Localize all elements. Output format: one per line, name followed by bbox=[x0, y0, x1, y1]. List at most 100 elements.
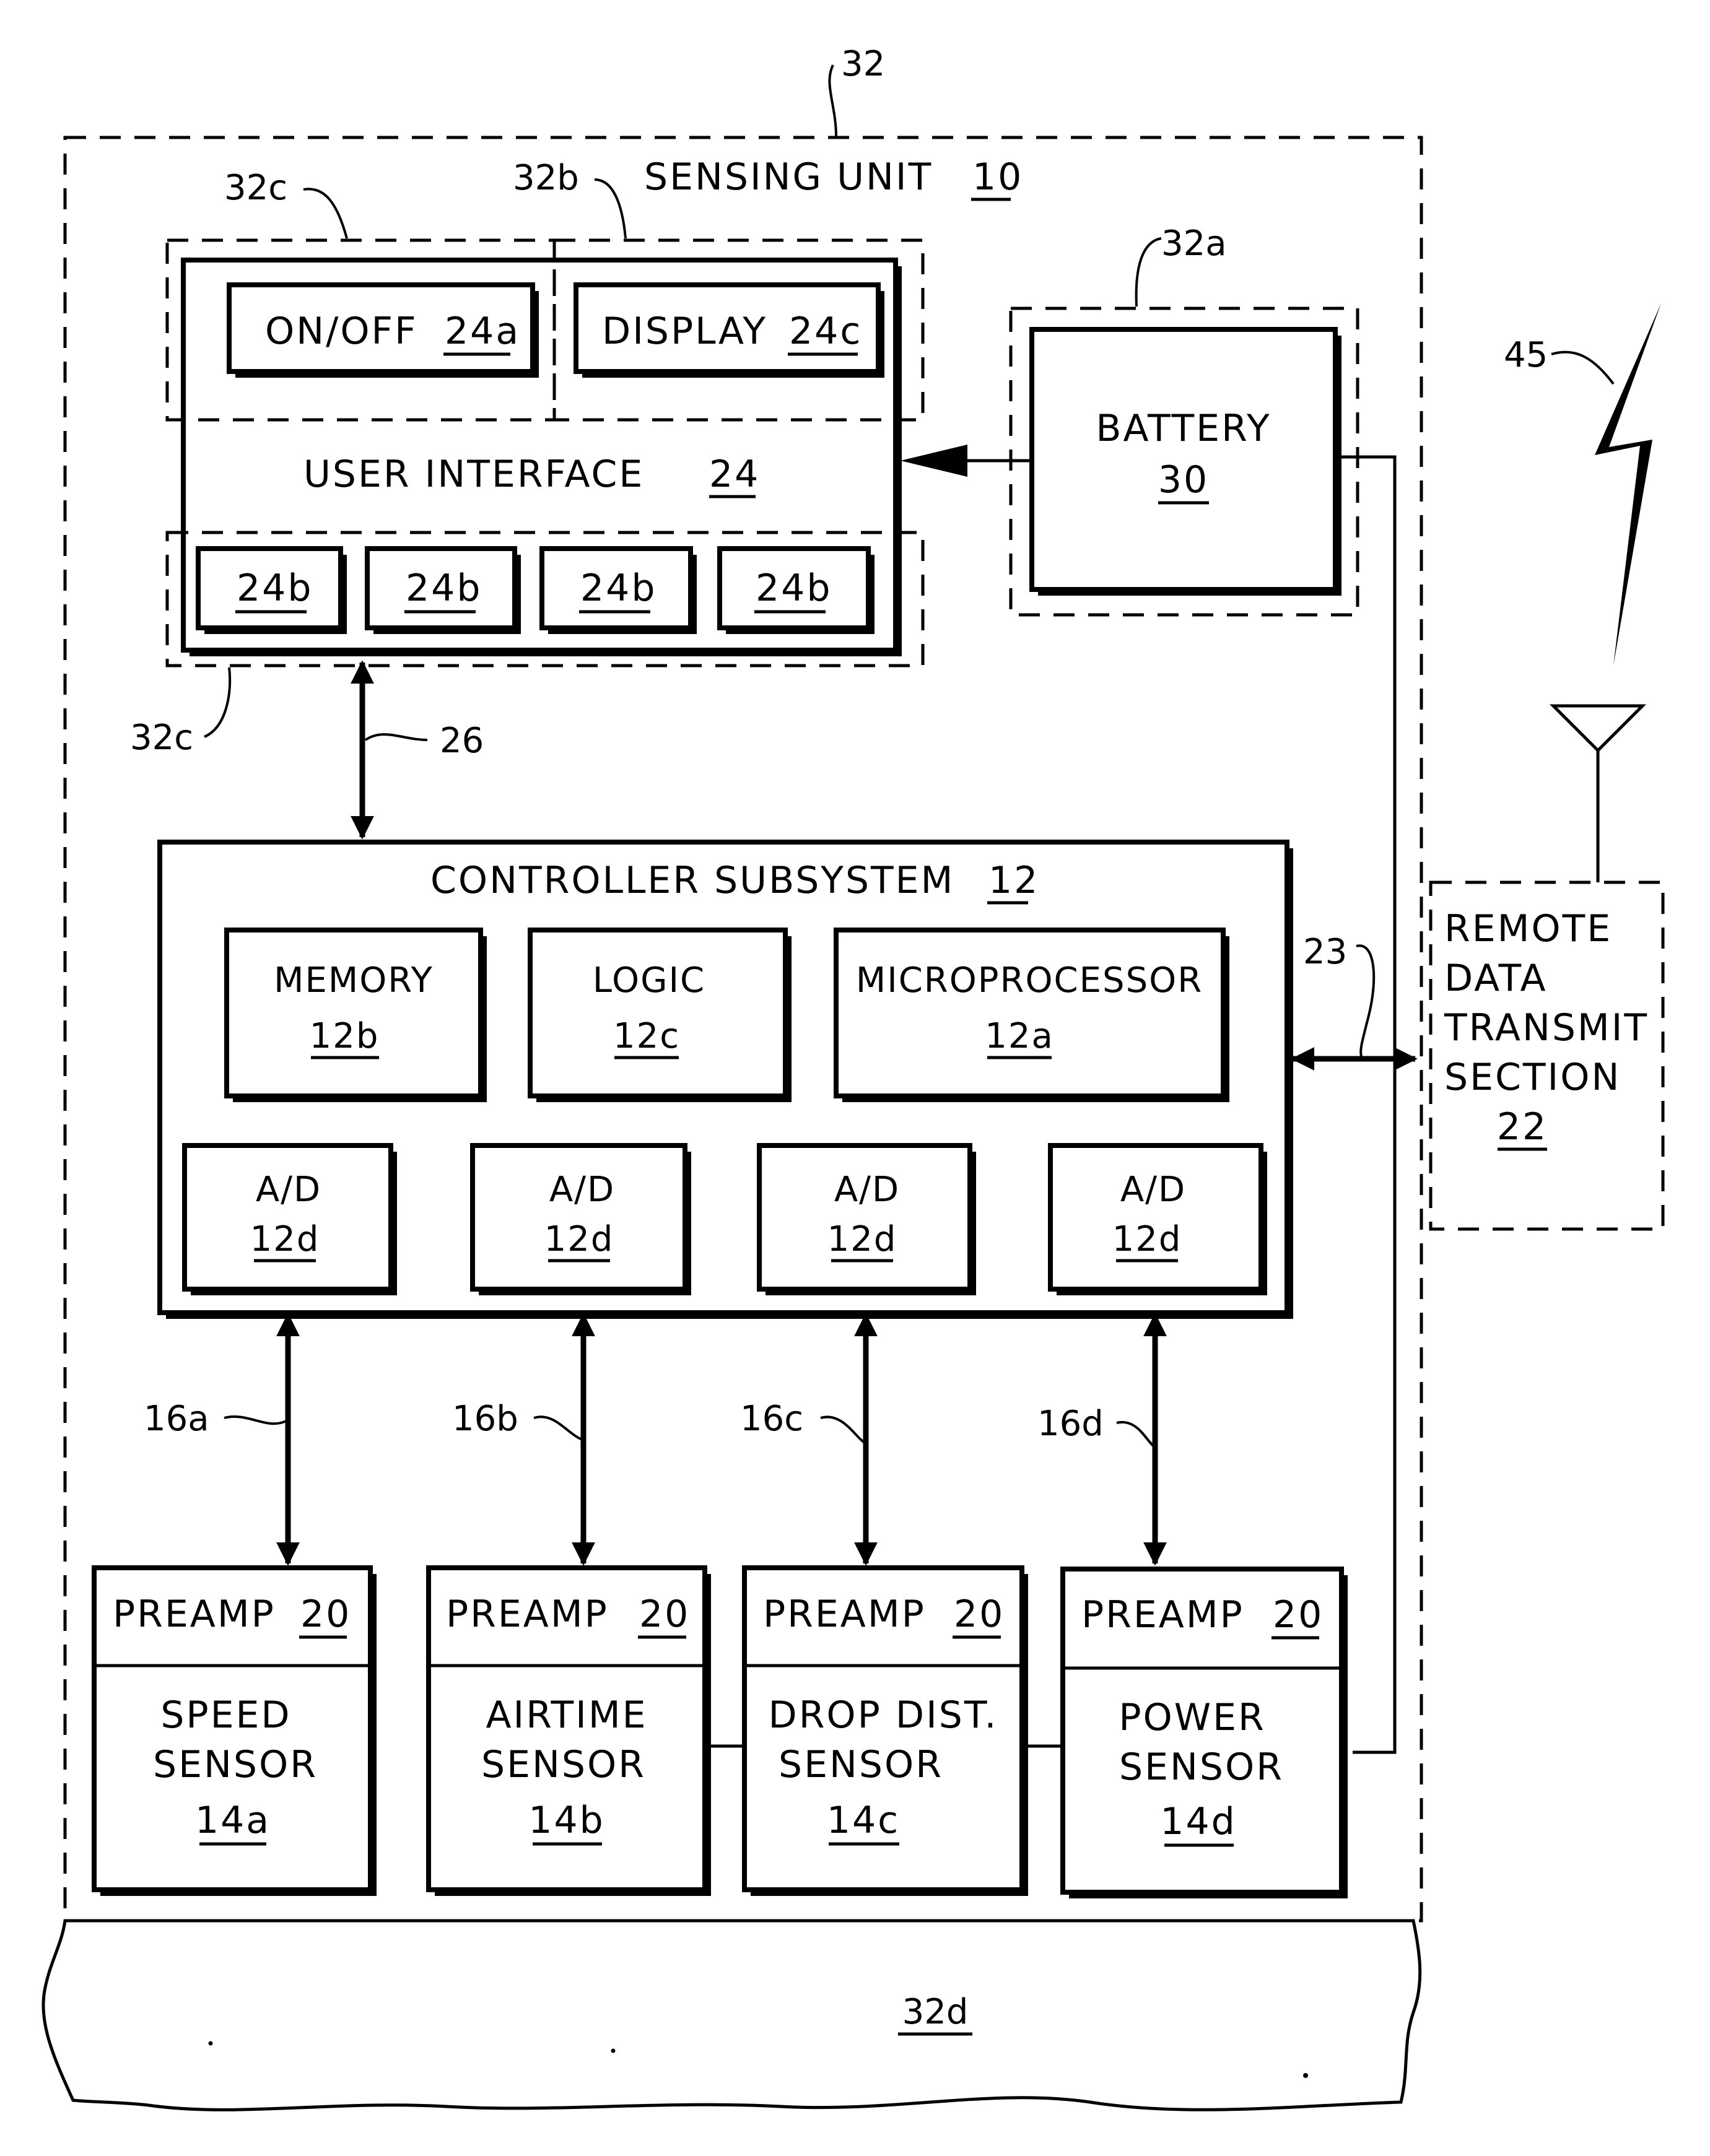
memory-label: MEMORY bbox=[274, 960, 434, 1001]
memory-number: 12b bbox=[310, 1016, 380, 1056]
power-preamp-label: PREAMP bbox=[1081, 1593, 1244, 1637]
ad-converter-2-label: A/D bbox=[549, 1170, 615, 1210]
antenna-icon bbox=[1553, 706, 1642, 882]
airtime-sensor-line-2: SENSOR bbox=[481, 1743, 646, 1786]
power-sensor-block: PREAMP 20 POWER SENSOR 14d bbox=[1063, 1569, 1348, 1898]
button-24b-3: 24b bbox=[542, 549, 697, 634]
remote-line-3: TRANSMIT bbox=[1444, 1006, 1649, 1050]
ad-converter-4-label: A/D bbox=[1120, 1170, 1186, 1210]
ref-16b: 16b bbox=[452, 1399, 518, 1439]
on-off-number: 24a bbox=[445, 310, 520, 353]
ref-32a: 32a bbox=[1161, 224, 1227, 264]
ad-converter-1: A/D 12d bbox=[185, 1145, 397, 1295]
button-24b-1-label: 24b bbox=[237, 567, 313, 610]
button-24b-4: 24b bbox=[720, 549, 875, 634]
ad-converter-4-number: 12d bbox=[1112, 1219, 1182, 1259]
logic-block: LOGIC 12c bbox=[530, 930, 792, 1102]
ref-32c-top-leader bbox=[303, 189, 347, 238]
airtime-preamp-number: 20 bbox=[639, 1593, 690, 1636]
speed-sensor-line-2: SENSOR bbox=[153, 1743, 318, 1786]
battery-label: BATTERY bbox=[1096, 407, 1271, 450]
button-24b-4-label: 24b bbox=[756, 567, 832, 610]
microprocessor-number: 12a bbox=[985, 1016, 1054, 1056]
ref-32: 32 bbox=[841, 44, 885, 84]
logic-label: LOGIC bbox=[593, 960, 705, 1001]
ref-32c-bottom-leader bbox=[204, 667, 230, 737]
ref-16c: 16c bbox=[740, 1399, 803, 1439]
controller-label: CONTROLLER SUBSYSTEM bbox=[430, 859, 954, 902]
ref-32-leader bbox=[829, 65, 836, 136]
drop-preamp-label: PREAMP bbox=[763, 1593, 926, 1636]
button-24b-2-label: 24b bbox=[406, 567, 482, 610]
memory-block: MEMORY 12b bbox=[227, 930, 487, 1102]
drop-sensor-line-2: SENSOR bbox=[779, 1743, 943, 1786]
remote-line-1: REMOTE bbox=[1444, 907, 1612, 950]
ad-converter-1-number: 12d bbox=[250, 1219, 320, 1259]
power-sensor-line-2: SENSOR bbox=[1119, 1745, 1284, 1789]
drop-preamp-number: 20 bbox=[954, 1593, 1005, 1636]
microprocessor-block: MICROPROCESSOR 12a bbox=[836, 930, 1229, 1102]
ref-32c-top: 32c bbox=[224, 168, 287, 208]
ref-23-leader bbox=[1356, 945, 1374, 1056]
display-block: DISPLAY 24c bbox=[576, 285, 884, 378]
ref-45-leader bbox=[1551, 352, 1613, 384]
user-interface-label: USER INTERFACE bbox=[303, 453, 644, 496]
display-number: 24c bbox=[789, 310, 862, 353]
power-preamp-number: 20 bbox=[1273, 1593, 1324, 1637]
power-sensor-number: 14d bbox=[1160, 1800, 1236, 1843]
ref-32a-leader bbox=[1136, 238, 1161, 306]
remote-number: 22 bbox=[1497, 1105, 1548, 1149]
sensing-unit-number: 10 bbox=[972, 155, 1023, 199]
drop-distance-sensor-block: PREAMP 20 DROP DIST. SENSOR 14c bbox=[744, 1568, 1028, 1896]
ref-16a: 16a bbox=[144, 1399, 209, 1439]
remote-line-2: DATA bbox=[1444, 957, 1548, 1000]
ref-45: 45 bbox=[1504, 335, 1548, 375]
airtime-preamp-label: PREAMP bbox=[446, 1593, 609, 1636]
ad-converter-3-number: 12d bbox=[827, 1219, 897, 1259]
ad-converter-1-label: A/D bbox=[256, 1170, 321, 1210]
power-bus-line bbox=[1335, 457, 1395, 1752]
power-sensor-line-1: POWER bbox=[1119, 1696, 1265, 1739]
controller-number: 12 bbox=[988, 859, 1039, 902]
battery-number: 30 bbox=[1158, 458, 1209, 502]
ref-26-leader bbox=[365, 734, 427, 740]
speed-sensor-number: 14a bbox=[195, 1799, 271, 1842]
button-24b-3-label: 24b bbox=[580, 567, 657, 610]
ref-32b: 32b bbox=[513, 158, 579, 198]
user-interface-number: 24 bbox=[709, 453, 760, 496]
ad-converter-3: A/D 12d bbox=[759, 1145, 976, 1295]
remote-line-4: SECTION bbox=[1444, 1056, 1621, 1099]
drop-sensor-number: 14c bbox=[827, 1799, 900, 1842]
ad-converter-2-number: 12d bbox=[544, 1219, 614, 1259]
airtime-sensor-block: PREAMP 20 AIRTIME SENSOR 14b bbox=[429, 1568, 711, 1896]
ref-32c-bottom: 32c bbox=[130, 718, 193, 758]
ad-converter-3-label: A/D bbox=[834, 1170, 900, 1210]
ref-26: 26 bbox=[440, 721, 484, 761]
display-label: DISPLAY bbox=[602, 310, 767, 353]
speed-preamp-number: 20 bbox=[300, 1593, 351, 1636]
ad-converter-2: A/D 12d bbox=[473, 1145, 691, 1295]
remote-data-transmit-section: REMOTE DATA TRANSMIT SECTION 22 bbox=[1431, 882, 1663, 1229]
battery-to-ui-arrowhead bbox=[901, 445, 967, 477]
microprocessor-label: MICROPROCESSOR bbox=[856, 960, 1203, 1001]
ref-23: 23 bbox=[1303, 932, 1347, 972]
button-24b-1: 24b bbox=[198, 549, 347, 634]
ref-32b-leader bbox=[595, 180, 626, 238]
ref-32d: 32d bbox=[902, 1992, 969, 2032]
battery-block: BATTERY 30 bbox=[1032, 329, 1341, 596]
on-off-label: ON/OFF bbox=[265, 310, 418, 353]
airtime-sensor-number: 14b bbox=[528, 1799, 604, 1842]
ref-16d: 16d bbox=[1037, 1404, 1104, 1444]
housing-base-32d: 32d bbox=[43, 1921, 1420, 2110]
airtime-sensor-line-1: AIRTIME bbox=[486, 1693, 647, 1737]
ad-converter-4: A/D 12d bbox=[1050, 1145, 1267, 1295]
on-off-switch: ON/OFF 24a bbox=[229, 285, 539, 378]
button-24b-2: 24b bbox=[367, 549, 521, 634]
logic-number: 12c bbox=[613, 1016, 680, 1056]
speed-sensor-line-1: SPEED bbox=[160, 1693, 291, 1737]
wireless-signal-icon bbox=[1595, 303, 1661, 666]
speed-sensor-block: PREAMP 20 SPEED SENSOR 14a bbox=[94, 1568, 377, 1896]
drop-sensor-line-1: DROP DIST. bbox=[769, 1693, 998, 1737]
sensing-unit-label: SENSING UNIT bbox=[644, 155, 933, 199]
